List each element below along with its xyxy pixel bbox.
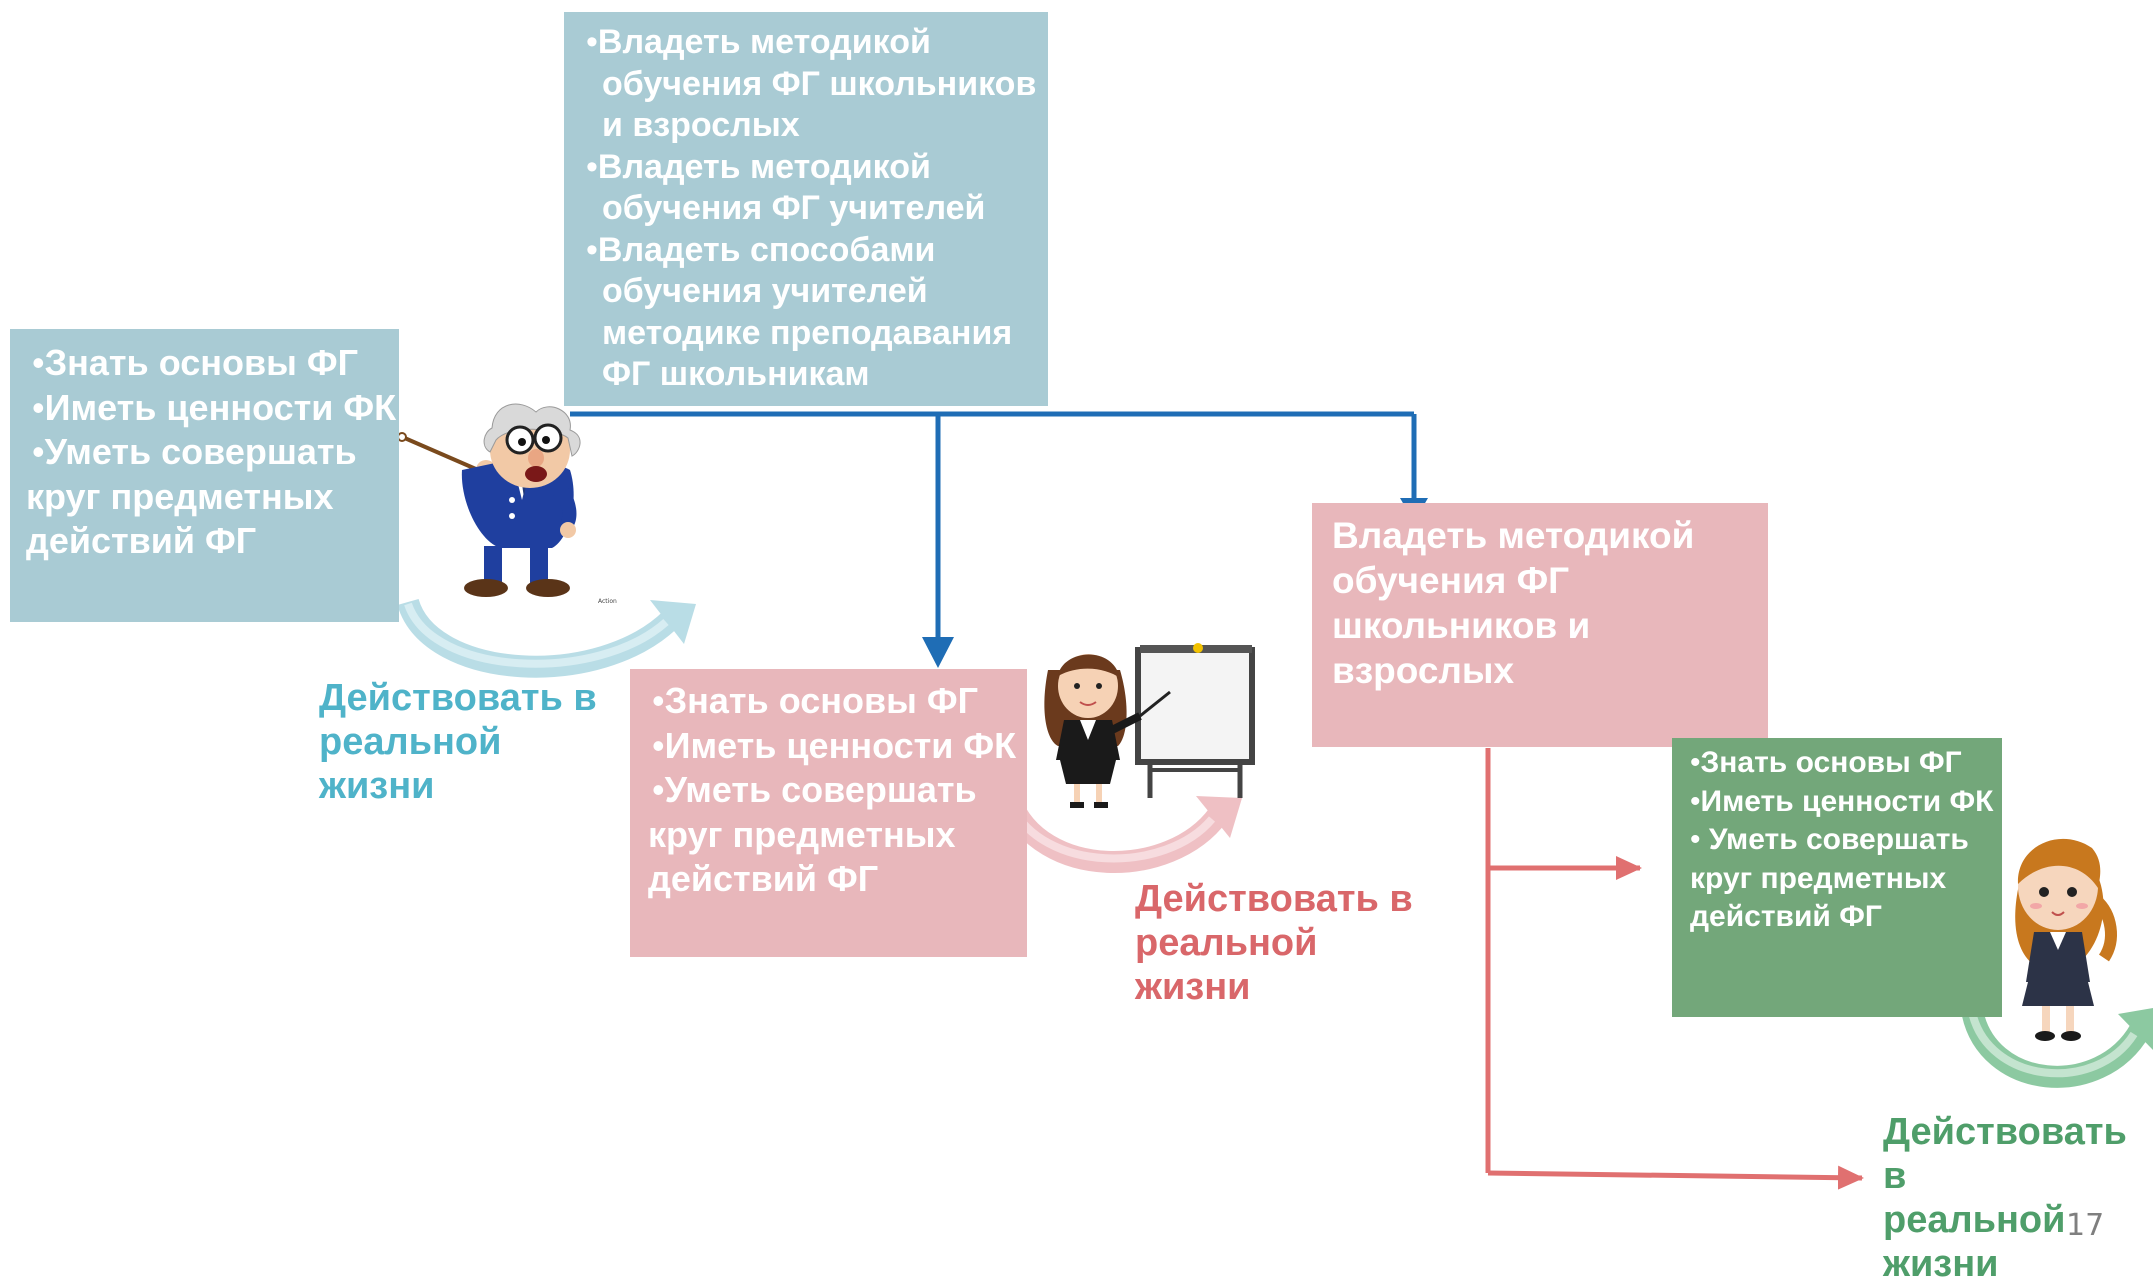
left-box-item: •Уметь совершать: [32, 430, 399, 475]
right-box-text: Владеть методикой обучения ФГ школьников…: [1332, 515, 1695, 691]
action-label-line: жизни: [319, 765, 435, 807]
action-label-line: реальной: [1135, 922, 1318, 964]
left-box-item: •Знать основы ФГ: [32, 341, 399, 386]
bullet: •: [586, 230, 598, 269]
bullet: •: [1690, 746, 1701, 779]
green-box-tail-line: круг предметных: [1690, 861, 1947, 895]
bullet: •: [32, 342, 45, 383]
left-box-item-text: Знать основы ФГ: [44, 342, 358, 383]
blue-arrowhead-middle: [922, 637, 954, 668]
bullet: •: [652, 769, 665, 810]
green-box-item: •Знать основы ФГ: [1690, 744, 2002, 783]
action-label-left: Действовать в реальной жизни: [319, 676, 597, 808]
action-label-line: реальной: [319, 721, 502, 763]
bullet: •: [586, 147, 598, 186]
action-label-line: реальной: [1883, 1199, 2066, 1241]
green-box-item-text: Знать основы ФГ: [1700, 746, 1962, 779]
left-box-item-text: Уметь совершать: [44, 431, 357, 472]
top-box-item-text: Владеть методикой обучения ФГ учителей: [597, 147, 986, 228]
green-box-item: • Уметь совершать: [1690, 821, 2002, 860]
green-box-item-text: Иметь ценности ФК: [1700, 784, 1994, 818]
middle-box-tail-line: действий ФГ: [648, 858, 879, 899]
curved-arrow-right: [1961, 1007, 2153, 1088]
action-label-line: Действовать в: [319, 677, 597, 719]
middle-box-item-text: Иметь ценности ФК: [664, 724, 1017, 766]
action-label-line: Действовать в: [1883, 1111, 2127, 1197]
top-box-item: •Владеть способами обучения учителей мет…: [586, 230, 1048, 396]
curved-arrow-middle: [999, 795, 1242, 873]
curved-arrow-left: [397, 598, 696, 678]
bullet: •: [1690, 784, 1701, 818]
green-box-item: •Иметь ценности ФК: [1690, 783, 2002, 822]
action-label-right: Действовать в реальной жизни: [1883, 1110, 2153, 1286]
red-connector: [1485, 748, 1864, 1190]
bullet: •: [1690, 823, 1701, 856]
schoolgirl-icon: [2015, 838, 2117, 1041]
middle-box-item-text: Знать основы ФГ: [664, 680, 978, 721]
bullet: •: [652, 680, 665, 721]
middle-box-tail-line: круг предметных: [648, 813, 956, 855]
svg-text:Action: Action: [598, 598, 617, 605]
top-box-item: •Владеть методикой обучения ФГ школьнико…: [586, 22, 1048, 147]
top-competencies-box: •Владеть методикой обучения ФГ школьнико…: [564, 12, 1048, 406]
top-box-item-text: Владеть способами обучения учителей мето…: [597, 230, 1013, 394]
green-box-tail-line: действий ФГ: [1690, 900, 1882, 933]
page-number: 17: [2066, 1208, 2105, 1243]
left-box-item-text: Иметь ценности ФК: [44, 386, 397, 428]
action-label-line: жизни: [1883, 1243, 1999, 1285]
bullet: •: [652, 724, 665, 766]
left-competencies-box: •Знать основы ФГ •Иметь ценности ФК •Уме…: [10, 329, 399, 622]
student-competencies-box: •Знать основы ФГ •Иметь ценности ФК • Ум…: [1672, 738, 2002, 1017]
bullet: •: [32, 431, 45, 472]
woman-teacher-board-icon: [1044, 643, 1255, 808]
bullet: •: [32, 386, 45, 428]
left-box-item: •Иметь ценности ФК: [32, 386, 399, 431]
action-label-line: жизни: [1135, 966, 1251, 1008]
right-competency-box: Владеть методикой обучения ФГ школьников…: [1312, 503, 1768, 747]
middle-box-item-text: Уметь совершать: [664, 769, 977, 810]
blue-connector: [570, 411, 1417, 640]
green-box-item-text: Уметь совершать: [1700, 823, 1969, 856]
left-box-tail-line: действий ФГ: [26, 520, 257, 561]
action-label-line: Действовать в: [1135, 878, 1413, 920]
middle-competencies-box: •Знать основы ФГ •Иметь ценности ФК •Уме…: [630, 669, 1027, 957]
action-label-middle: Действовать в реальной жизни: [1135, 877, 1413, 1009]
left-box-tail-line: круг предметных: [26, 475, 334, 517]
middle-box-item: •Иметь ценности ФК: [652, 724, 1027, 769]
top-box-item-text: Владеть методикой обучения ФГ школьников…: [597, 23, 1037, 144]
top-box-item: •Владеть методикой обучения ФГ учителей: [586, 147, 1048, 230]
middle-box-item: •Знать основы ФГ: [652, 679, 1027, 724]
professor-pointer-icon: Action: [397, 403, 617, 605]
bullet: •: [586, 23, 598, 61]
middle-box-item: •Уметь совершать: [652, 768, 1027, 813]
